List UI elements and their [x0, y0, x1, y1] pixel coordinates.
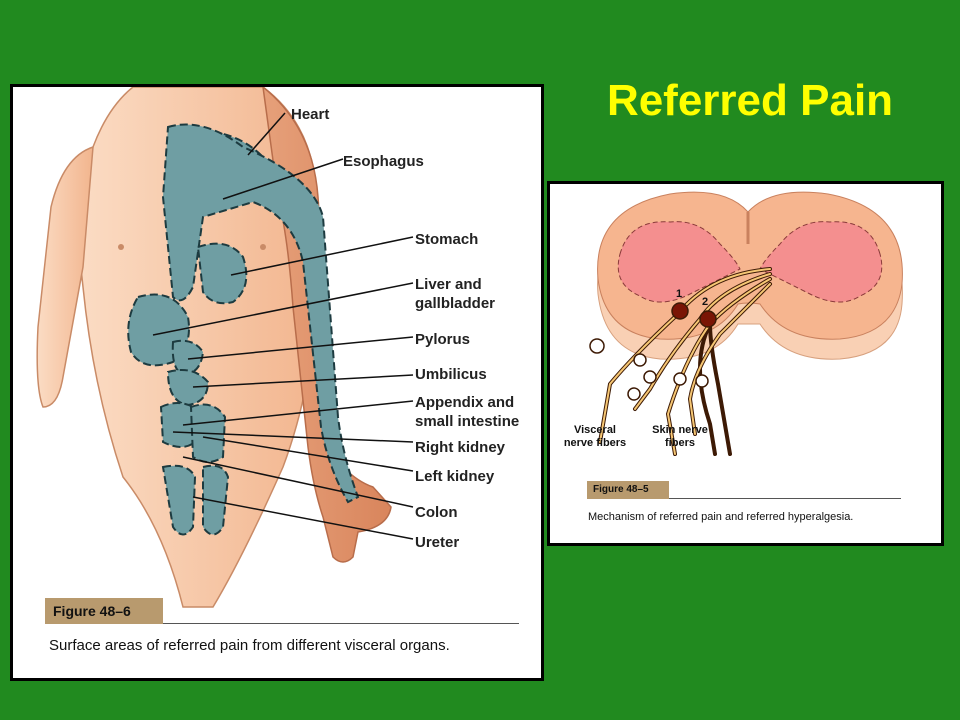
ureter-area: [161, 464, 197, 536]
right-arm-outline: [36, 145, 94, 408]
ureter-area-2: [202, 464, 230, 536]
figure-rule-right: [669, 498, 901, 499]
gray-matter-left: [617, 221, 741, 303]
figure-rule: [163, 623, 519, 624]
neuron-2-label: 2: [702, 296, 708, 308]
spinal-cord-diagram: 1 2 Visceral nerve fibers Skin nerve fib…: [564, 191, 903, 456]
stomach-area: [196, 242, 248, 305]
neuron-1: [671, 302, 689, 320]
appendix-area: [159, 402, 197, 448]
skin-label-line1: Skin nerve: [652, 424, 708, 436]
label-pylorus: Pylorus: [415, 331, 470, 348]
label-ureter: Ureter: [415, 534, 459, 551]
label-appendix: Appendix and: [415, 394, 514, 411]
figure-48-6-tag: Figure 48–6: [45, 598, 163, 624]
label-colon: Colon: [415, 504, 458, 521]
skin-label-line2: fibers: [665, 437, 695, 449]
esophagus-area: [161, 123, 360, 504]
umbilicus-area: [166, 369, 210, 407]
label-liver: Liver and: [415, 276, 482, 293]
right-caption: Mechanism of referred pain and referred …: [588, 511, 854, 523]
label-right-kidney: Right kidney: [415, 439, 506, 456]
leader-lines: [152, 112, 414, 540]
visceral-label-line1: Visceral: [574, 424, 616, 436]
slide-title: Referred Pain: [606, 76, 894, 125]
label-esophagus: Esophagus: [343, 153, 424, 170]
body-diagram: Heart Esophagus Stomach Liver and gallbl…: [36, 85, 519, 608]
label-stomach: Stomach: [415, 231, 478, 248]
receptor-endings: [589, 338, 709, 401]
label-heart: Heart: [291, 106, 329, 123]
neuron-2: [699, 310, 717, 328]
referred-mechanism-panel: 1 2 Visceral nerve fibers Skin nerve fib…: [547, 181, 944, 546]
neuron-1-label: 1: [676, 288, 682, 300]
label-left-kidney: Left kidney: [415, 468, 495, 485]
referred-pain-map-panel: Heart Esophagus Stomach Liver and gallbl…: [10, 84, 544, 681]
label-gallbladder: gallbladder: [415, 295, 495, 312]
visceral-label-line2: nerve fibers: [564, 437, 626, 449]
label-umbilicus: Umbilicus: [415, 366, 487, 383]
pylorus-area: [171, 339, 205, 377]
label-small-intestine: small intestine: [415, 413, 519, 430]
figure-48-5-tag: Figure 48–5: [587, 481, 669, 499]
referred-areas: [127, 123, 360, 536]
left-caption: Surface areas of referred pain from diff…: [49, 637, 450, 654]
